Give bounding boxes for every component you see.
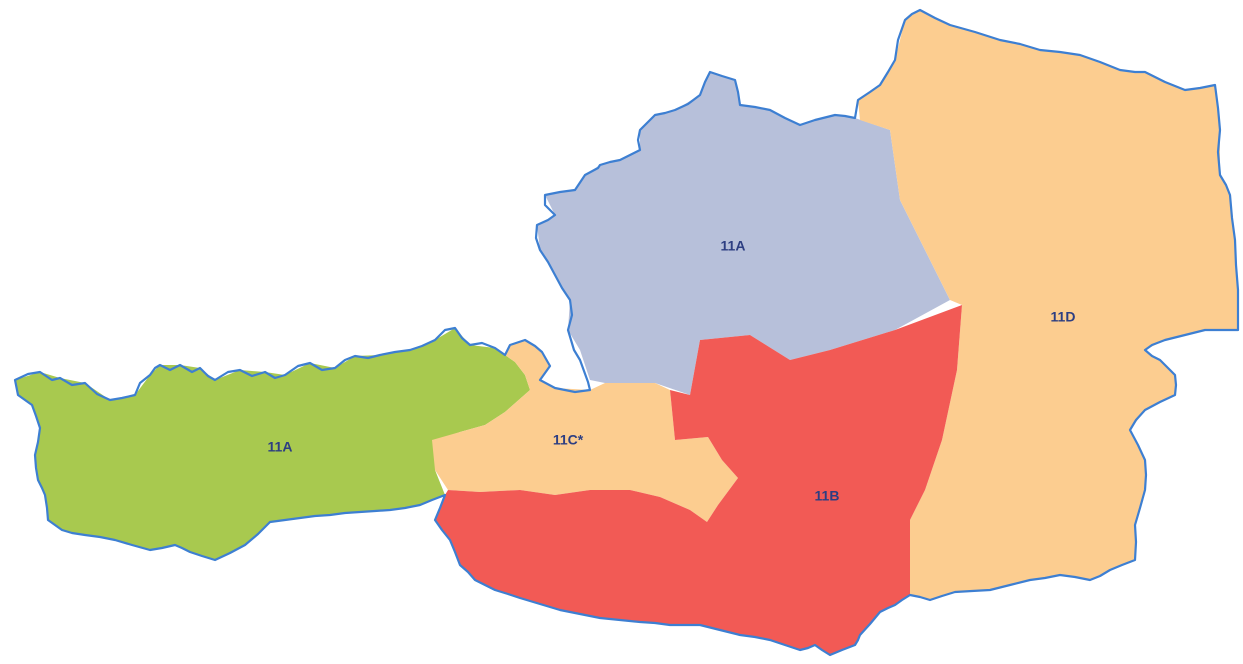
region-west[interactable] xyxy=(15,328,530,560)
region-south[interactable] xyxy=(435,305,962,655)
country-border xyxy=(13,8,1240,657)
region-east[interactable] xyxy=(858,10,1238,600)
region-center[interactable] xyxy=(432,340,738,522)
label-upper: 11A xyxy=(721,238,746,254)
region-upper[interactable] xyxy=(537,72,950,395)
label-center: 11C* xyxy=(553,432,584,448)
label-west: 11A xyxy=(268,439,293,455)
label-east: 11D xyxy=(1051,309,1076,325)
label-south: 11B xyxy=(815,488,840,504)
